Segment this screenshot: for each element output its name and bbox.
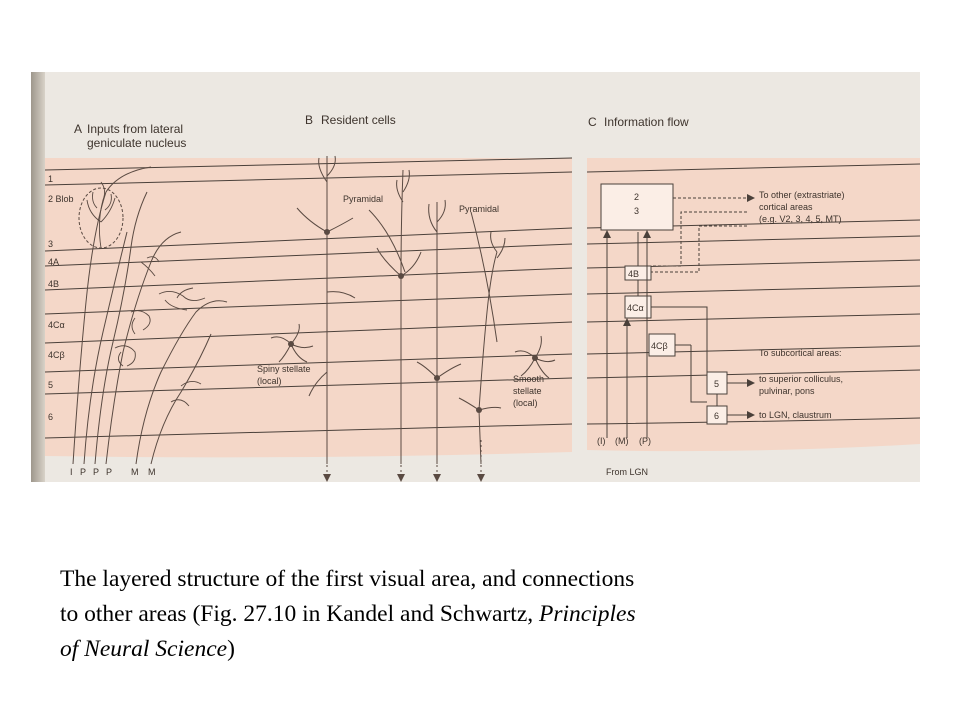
cell-label-pyramidal-1: Pyramidal — [343, 194, 383, 204]
box-label-5: 5 — [714, 379, 719, 389]
flow-input-p: (P) — [639, 436, 651, 446]
caption-closing-paren: ) — [227, 636, 235, 662]
layer-label-4b: 4B — [48, 279, 59, 289]
target-superior-line1: to superior colliculus, — [759, 374, 843, 384]
box-label-4b: 4B — [628, 269, 639, 279]
cell-label-spiny-line1: Spiny stellate — [257, 364, 311, 374]
figure-caption: The layered structure of the first visua… — [60, 562, 920, 667]
lgn-afferents — [72, 166, 228, 465]
box-label-2: 2 — [634, 192, 639, 202]
box-label-4ca: 4Cα — [627, 303, 644, 313]
caption-line-1-text: The layered structure of the first visua… — [60, 566, 635, 592]
flow-from-lgn: From LGN — [606, 467, 648, 477]
flow-box-layer-2-3 — [600, 183, 674, 231]
layer-label-6: 6 — [48, 412, 53, 422]
panel-c-letter: C — [588, 115, 597, 129]
box-label-3: 3 — [634, 206, 639, 216]
target-subcortical: To subcortical areas: — [759, 348, 842, 358]
resident-cells — [270, 155, 556, 465]
panel-c-title: Information flow — [604, 115, 689, 129]
target-lgn: to LGN, claustrum — [759, 410, 832, 420]
figure-image: A Inputs from lateral geniculate nucleus… — [31, 72, 920, 482]
efferent-axons — [326, 440, 482, 480]
input-label-p3: P — [106, 467, 112, 477]
input-label-m2: M — [148, 467, 156, 477]
input-label-p2: P — [93, 467, 99, 477]
caption-line-2: to other areas (Fig. 27.10 in Kandel and… — [60, 597, 920, 632]
layer-label-4ca: 4Cα — [48, 320, 65, 330]
target-extrastriate-line3: (e.g. V2, 3, 4, 5, MT) — [759, 214, 842, 224]
caption-book-title-part-1: Principles — [539, 601, 636, 627]
box-label-6: 6 — [714, 411, 719, 421]
panel-b-title: Resident cells — [321, 113, 396, 127]
input-label-p1: P — [80, 467, 86, 477]
binding-shadow — [31, 72, 45, 482]
cortex-block-ab — [45, 158, 572, 458]
panel-a-letter: A — [74, 122, 82, 136]
layer-label-4a: 4A — [48, 257, 59, 267]
blob-arbor — [86, 181, 116, 249]
target-extrastriate-line2: cortical areas — [759, 202, 813, 212]
input-type-labels: I P P P M M — [70, 467, 156, 477]
caption-line-2-text: to other areas (Fig. 27.10 in Kandel and… — [60, 601, 540, 627]
cell-somas — [288, 229, 538, 413]
panel-b-letter: B — [305, 113, 313, 127]
cell-label-smooth-line1: Smooth — [513, 374, 544, 384]
cell-label-smooth-line3: (local) — [513, 398, 538, 408]
layer-label-2-blob: 2 Blob — [48, 194, 74, 204]
layer-boundaries-c — [586, 163, 920, 425]
flow-arrows-dashed — [651, 197, 747, 273]
panel-a-title-line1: Inputs from lateral — [87, 122, 183, 136]
afferent-arbors — [114, 256, 206, 407]
caption-line-1: The layered structure of the first visua… — [60, 562, 920, 597]
caption-book-title-part-2: of Neural Science — [60, 636, 228, 662]
flow-input-i: (I) — [597, 436, 606, 446]
cell-label-smooth-line2: stellate — [513, 386, 542, 396]
input-label-m1: M — [131, 467, 139, 477]
panel-a-title-line2: geniculate nucleus — [87, 136, 186, 150]
cell-label-pyramidal-2: Pyramidal — [459, 204, 499, 214]
layer-boundaries-ab — [44, 157, 573, 439]
box-label-4cb: 4Cβ — [651, 341, 668, 351]
flow-input-m: (M) — [615, 436, 629, 446]
efferent-arrowheads — [323, 474, 485, 482]
cell-label-spiny-line2: (local) — [257, 376, 282, 386]
target-superior-line2: pulvinar, pons — [759, 386, 815, 396]
layer-label-1: 1 — [48, 174, 53, 184]
flow-arrowheads — [603, 194, 755, 419]
layer-label-3: 3 — [48, 239, 53, 249]
caption-line-3: of Neural Science) — [60, 632, 920, 667]
layer-label-5: 5 — [48, 380, 53, 390]
cortex-block-c — [587, 158, 920, 452]
layer-labels: 1 2 Blob 3 4A 4B 4Cα 4Cβ 5 6 — [48, 174, 74, 422]
target-extrastriate-line1: To other (extrastriate) — [759, 190, 845, 200]
input-label-i: I — [70, 467, 73, 477]
layer-label-4cb: 4Cβ — [48, 350, 65, 360]
